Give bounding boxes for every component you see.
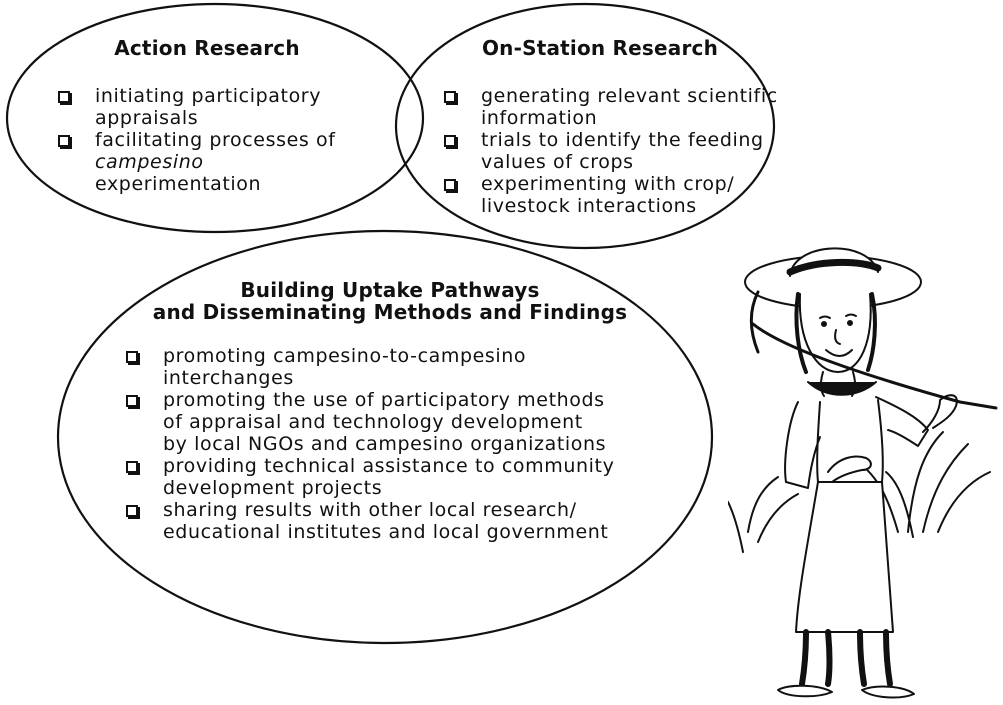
uptake-list: promoting campesino-to-campesino interch…	[126, 345, 686, 543]
uptake-title-line2: and Disseminating Methods and Findings	[152, 300, 628, 324]
square-bullet-icon	[58, 91, 70, 103]
list-item: sharing results with other local researc…	[126, 499, 686, 543]
square-bullet-icon	[126, 461, 138, 473]
item-text-italic: campesino	[95, 151, 204, 173]
item-text: by local NGOs and campesino organization…	[163, 433, 607, 455]
uptake-title-line1: Building Uptake Pathways	[240, 278, 540, 302]
list-item: generating relevant scientific informati…	[444, 85, 784, 129]
item-text: educational institutes and local governm…	[163, 521, 609, 543]
item-text: information	[481, 107, 598, 129]
uptake-title: Building Uptake Pathways and Disseminati…	[140, 279, 640, 323]
item-text: of appraisal and technology development	[163, 411, 583, 433]
square-bullet-icon	[58, 135, 70, 147]
list-item: trials to identify the feeding values of…	[444, 129, 784, 173]
item-text: experimentation	[95, 173, 262, 195]
square-bullet-icon	[126, 395, 138, 407]
item-text: values of crops	[481, 151, 634, 173]
square-bullet-icon	[444, 135, 456, 147]
item-text: livestock interactions	[481, 195, 697, 217]
list-item: promoting campesino-to-campesino interch…	[126, 345, 686, 389]
square-bullet-icon	[126, 505, 138, 517]
square-bullet-icon	[444, 179, 456, 191]
item-text: interchanges	[163, 367, 294, 389]
item-text: experimenting with crop/	[481, 173, 735, 195]
action-research-title: Action Research	[114, 36, 300, 60]
item-text: sharing results with other local researc…	[163, 499, 577, 521]
list-item: facilitating processes of campesino expe…	[58, 129, 388, 195]
item-text: providing technical assistance to commun…	[163, 455, 615, 477]
on-station-research-list: generating relevant scientific informati…	[444, 85, 784, 217]
square-bullet-icon	[444, 91, 456, 103]
item-text: appraisals	[95, 107, 199, 129]
square-bullet-icon	[126, 351, 138, 363]
on-station-research-title: On-Station Research	[481, 36, 719, 60]
uptake-pathways-circle	[56, 229, 714, 645]
list-item: initiating participatory appraisals	[58, 85, 388, 129]
list-item: providing technical assistance to commun…	[126, 455, 686, 499]
item-text: promoting the use of participatory metho…	[163, 389, 605, 411]
item-text: trials to identify the feeding	[481, 129, 764, 151]
on-station-research-circle	[394, 2, 776, 250]
action-research-list: initiating participatory appraisals faci…	[58, 85, 388, 195]
item-text: facilitating processes of	[95, 129, 336, 151]
list-item: experimenting with crop/ livestock inter…	[444, 173, 784, 217]
farmer-with-hoe-icon	[728, 247, 998, 699]
item-text: initiating participatory	[95, 85, 322, 107]
list-item: promoting the use of participatory metho…	[126, 389, 686, 455]
item-text: development projects	[163, 477, 383, 499]
action-research-circle	[5, 2, 425, 234]
item-text: promoting campesino-to-campesino	[163, 345, 527, 367]
item-text: generating relevant scientific	[481, 85, 778, 107]
